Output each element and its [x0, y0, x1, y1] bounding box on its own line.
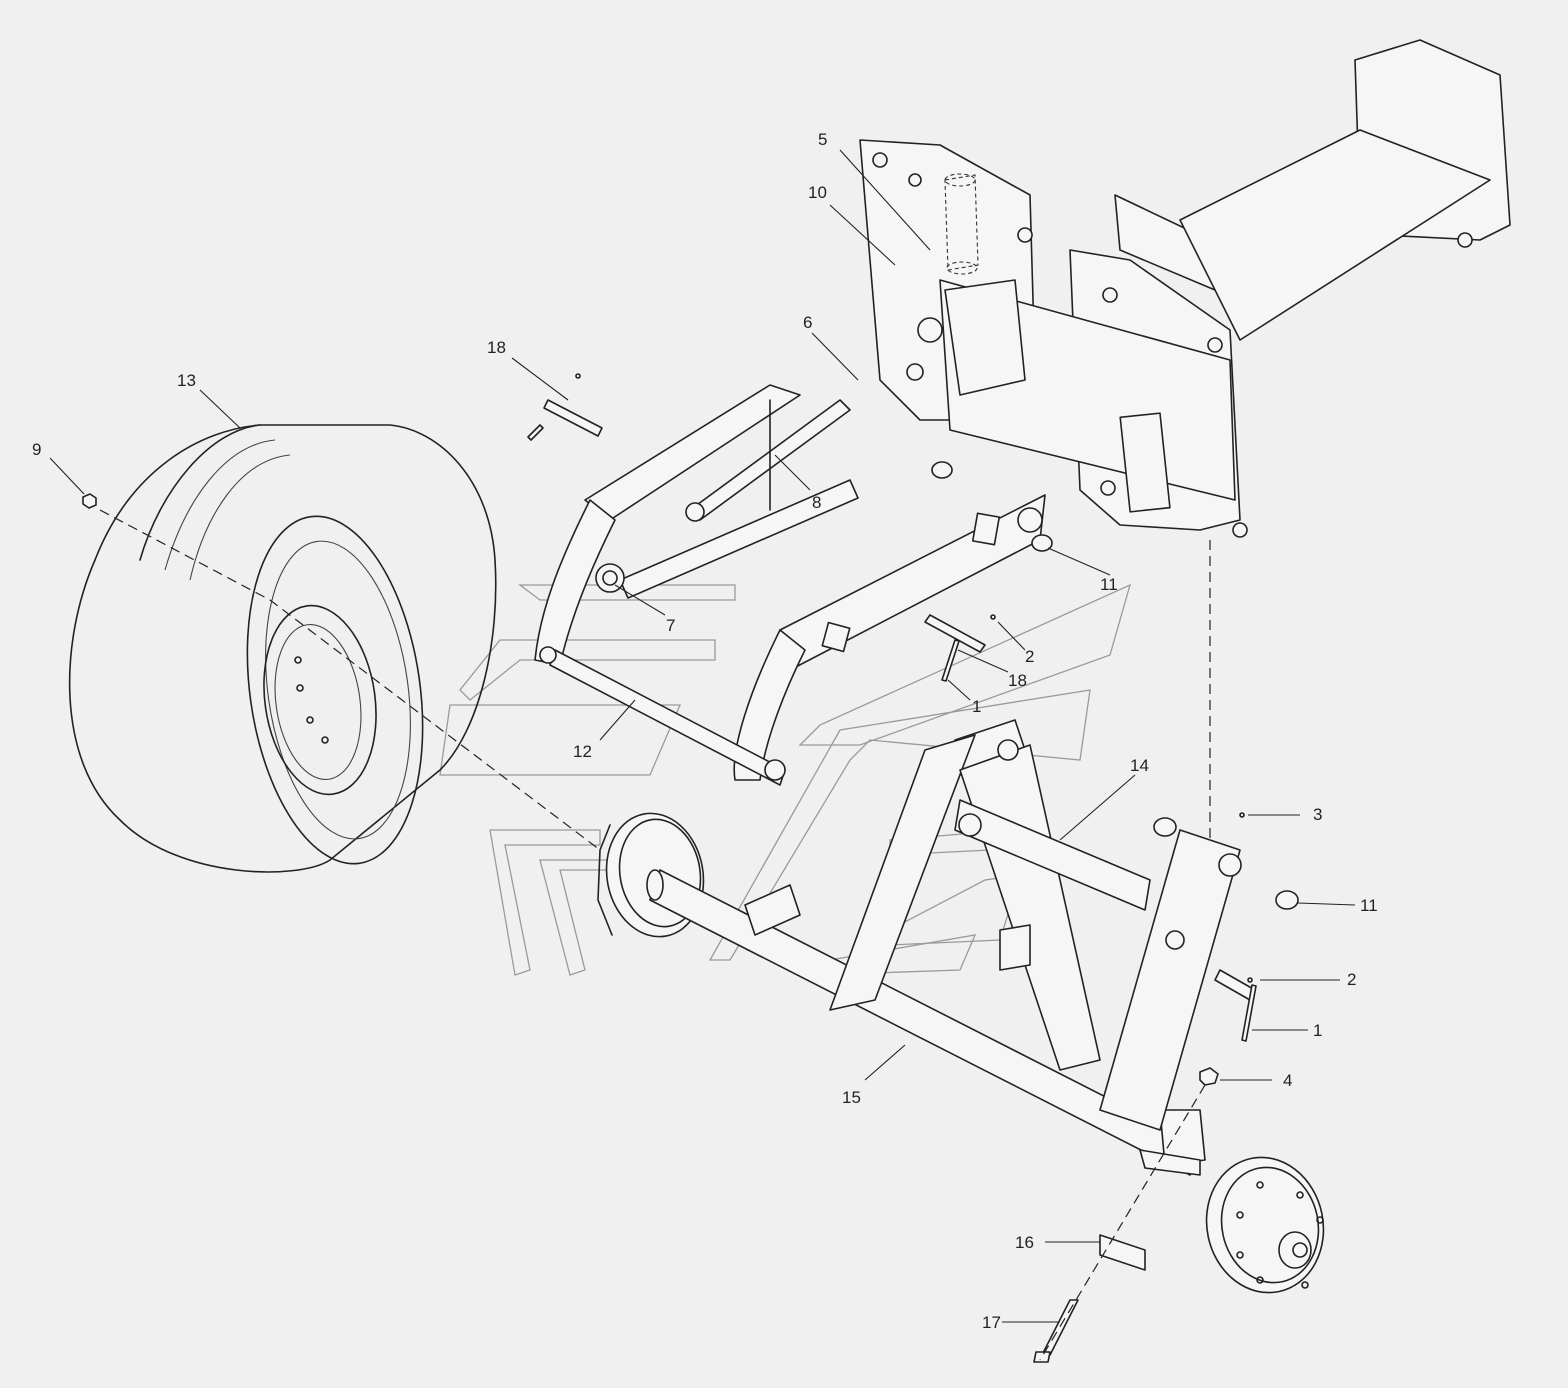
pin-18-upper	[527, 373, 603, 441]
swing-arm	[534, 384, 1046, 786]
callout-1-lower: 1	[1313, 1021, 1322, 1040]
callout-labels: 5 10 6 18 13 9 8 7 11 2 18 1 12 14 3 11 …	[32, 130, 1378, 1332]
callout-15: 14	[1130, 756, 1149, 775]
callout-2-upper: 2	[1025, 647, 1034, 666]
callout-6: 5	[818, 130, 827, 149]
callout-11-lower: 11	[1360, 896, 1378, 915]
callout-18-lower: 18	[1008, 671, 1027, 690]
callout-11-upper: 11	[1100, 575, 1118, 594]
callout-9: 7	[666, 616, 675, 635]
bolt-4	[1033, 1299, 1079, 1363]
pivot-frame	[829, 719, 1242, 1131]
callout-7: 9	[32, 440, 41, 459]
callout-1-upper: 1	[972, 697, 981, 716]
bushings	[931, 461, 1299, 910]
spring-outline	[944, 173, 979, 275]
callout-10: 8	[812, 493, 821, 512]
callout-13: 10	[808, 183, 827, 202]
callout-2-lower: 2	[1347, 970, 1356, 989]
pin-lower-right	[1214, 969, 1257, 1042]
spacer-16	[1099, 1234, 1146, 1271]
callout-leaders	[49, 149, 1356, 1323]
callout-12: 12	[573, 742, 592, 761]
nut-5	[1199, 1067, 1219, 1086]
callout-4: 17	[982, 1313, 1001, 1332]
pin-18-lower	[924, 614, 996, 682]
callout-17: 15	[842, 1088, 861, 1107]
tire	[68, 424, 497, 873]
wheel-nut	[82, 493, 97, 509]
callout-16: 16	[1015, 1233, 1034, 1252]
axle-tube	[646, 869, 1206, 1176]
spindle-center-line	[1039, 1084, 1206, 1361]
mounting-bracket	[859, 39, 1511, 538]
grease-fitting-3	[1239, 812, 1245, 818]
callout-8: 6	[803, 313, 812, 332]
wheel-center-line	[99, 509, 601, 851]
callout-14: 13	[177, 371, 196, 390]
hub-drum-right	[1205, 1156, 1325, 1294]
callout-3: 3	[1313, 805, 1322, 824]
callout-18-upper: 18	[487, 338, 506, 357]
callout-5: 4	[1283, 1071, 1292, 1090]
